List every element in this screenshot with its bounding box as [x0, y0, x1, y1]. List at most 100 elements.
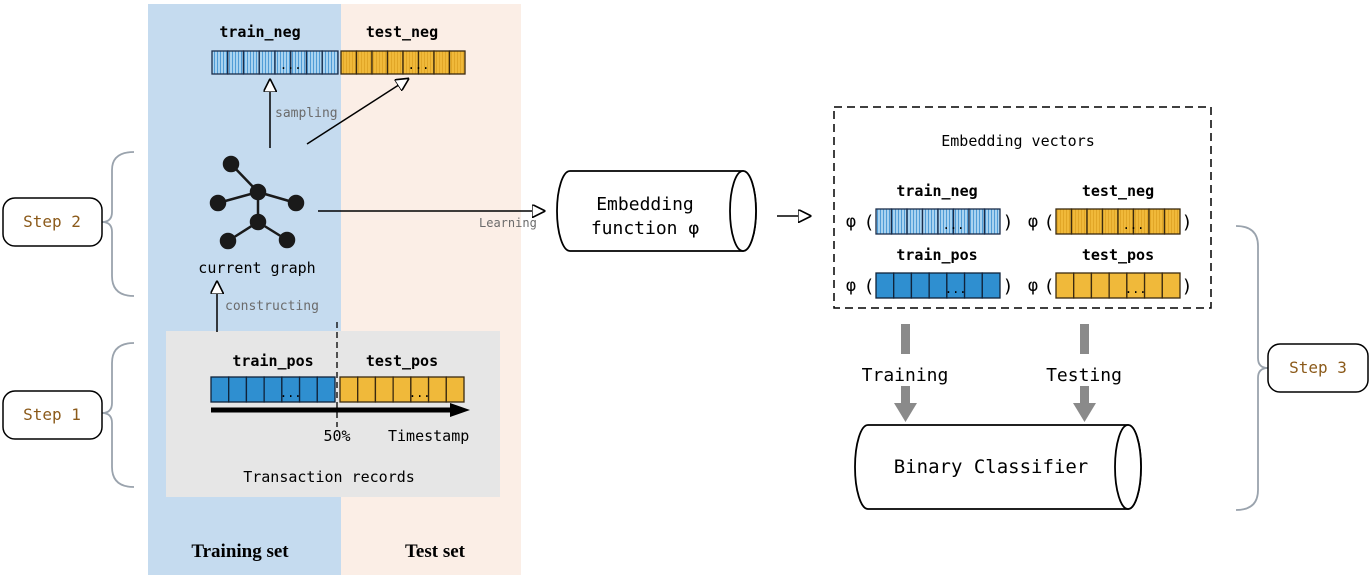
paren-open-train-pos: (	[864, 276, 875, 297]
step3-group: Step 3	[1235, 225, 1369, 511]
vector-cell	[210, 376, 230, 403]
binary-classifier-label: Binary Classifier	[894, 456, 1088, 478]
embedding-function-line2: function φ	[591, 218, 700, 239]
vector-cell	[921, 208, 939, 235]
vector-ev-train-neg: ...	[875, 208, 1001, 235]
training-set-label: Training set	[191, 541, 289, 562]
vector-cell	[1161, 272, 1181, 299]
sampling-test-neg-label: test_neg	[366, 23, 438, 41]
transaction-records-panel	[166, 331, 500, 497]
vector-cell	[890, 208, 908, 235]
vector-ellipsis: ...	[409, 386, 431, 400]
vector-cell	[906, 208, 924, 235]
phi-symbol-test-neg: φ	[1028, 212, 1038, 232]
vector-cell	[228, 376, 248, 403]
training-arrow	[894, 324, 917, 422]
vector-ev-train-pos: ...	[875, 272, 1001, 299]
constructing-label: constructing	[225, 299, 319, 314]
paren-open-test-pos: (	[1044, 276, 1055, 297]
training-label: Training	[862, 365, 949, 386]
vector-cell	[875, 208, 893, 235]
step1-box[interactable]	[2, 390, 103, 440]
paren-close-test-pos: )	[1182, 276, 1193, 297]
vector-ellipsis: ...	[1125, 282, 1147, 296]
ev-train-pos-label: train_pos	[896, 246, 977, 264]
step2-brace	[101, 151, 135, 297]
step3-label: Step 3	[1289, 358, 1347, 377]
phi-symbol-train-neg: φ	[846, 212, 856, 232]
vector-ellipsis: ...	[280, 58, 302, 72]
ev-test-pos-label: test_pos	[1082, 246, 1154, 264]
split-percent-label: 50%	[323, 427, 350, 445]
vector-cell	[1148, 208, 1166, 235]
current-graph-label: current graph	[198, 259, 315, 277]
paren-open-test-neg: (	[1044, 212, 1055, 233]
vector-cell	[1163, 208, 1181, 235]
vector-ellipsis: ...	[943, 218, 965, 232]
paren-open-train-neg: (	[864, 212, 875, 233]
binary-classifier-cylinder	[854, 424, 1142, 510]
step1-brace	[101, 342, 135, 488]
vector-cell	[1086, 208, 1104, 235]
vector-cell	[893, 272, 913, 299]
vector-cell	[321, 50, 339, 75]
vector-cell	[305, 50, 323, 75]
timestamp-label: Timestamp	[388, 427, 469, 445]
records-test-pos-label: test_pos	[366, 352, 438, 370]
vector-cell	[910, 272, 930, 299]
vector-cell	[1055, 272, 1075, 299]
sampling-label: sampling	[275, 106, 338, 121]
paren-close-train-pos: )	[1003, 276, 1014, 297]
vector-cell	[448, 50, 466, 75]
records-train-pos-label: train_pos	[232, 352, 313, 370]
vector-records-test-pos: ...	[339, 376, 465, 403]
testing-arrow	[1073, 324, 1096, 422]
vector-cell	[245, 376, 265, 403]
vector-ellipsis: ...	[408, 58, 430, 72]
test-set-label: Test set	[405, 541, 466, 562]
vector-cell	[227, 50, 245, 75]
vector-ellipsis: ...	[1123, 218, 1145, 232]
vector-cell	[258, 50, 276, 75]
timeline-arrow-head	[450, 403, 470, 417]
sampling-arrow-diagonal	[306, 79, 408, 145]
vector-cell	[298, 376, 318, 403]
phi-symbol-train-pos: φ	[846, 276, 856, 296]
step2-box[interactable]	[2, 197, 103, 247]
step1-group: Step 1	[2, 342, 135, 488]
vector-cell	[981, 272, 1001, 299]
ev-train-neg-label: train_neg	[896, 182, 977, 200]
testing-label: Testing	[1046, 365, 1122, 386]
vector-cell	[357, 376, 377, 403]
learning-label: Learning	[479, 216, 537, 230]
vector-cell	[371, 50, 389, 75]
vector-cell	[1073, 272, 1093, 299]
vector-cell	[374, 376, 394, 403]
vector-cell	[1055, 208, 1073, 235]
step2-group: Step 2	[2, 151, 135, 297]
embedding-vectors-box	[833, 106, 1212, 309]
vector-cell	[1070, 208, 1088, 235]
step2-label: Step 2	[23, 212, 81, 231]
vector-cell	[355, 50, 373, 75]
vector-ellipsis: ...	[945, 282, 967, 296]
vector-ev-test-neg: ...	[1055, 208, 1181, 235]
vector-cell	[1143, 272, 1163, 299]
vector-sampling-test-neg: ...	[340, 50, 466, 75]
vector-cell	[445, 376, 465, 403]
ev-test-neg-label: test_neg	[1082, 182, 1154, 200]
vector-sampling-train-neg: ...	[211, 50, 339, 75]
embedding-function-cylinder	[556, 170, 757, 252]
vector-cell	[340, 50, 358, 75]
vector-cell	[968, 208, 986, 235]
sampling-train-neg-label: train_neg	[219, 23, 300, 41]
embedding-function-line1: Embedding	[596, 194, 694, 215]
vector-ellipsis: ...	[280, 386, 302, 400]
step3-box[interactable]	[1267, 343, 1369, 393]
vector-cell	[433, 50, 451, 75]
step1-label: Step 1	[23, 405, 81, 424]
embedding-vectors-title: Embedding vectors	[941, 132, 1095, 150]
current-graph-icon	[209, 155, 305, 250]
vector-cell	[211, 50, 229, 75]
